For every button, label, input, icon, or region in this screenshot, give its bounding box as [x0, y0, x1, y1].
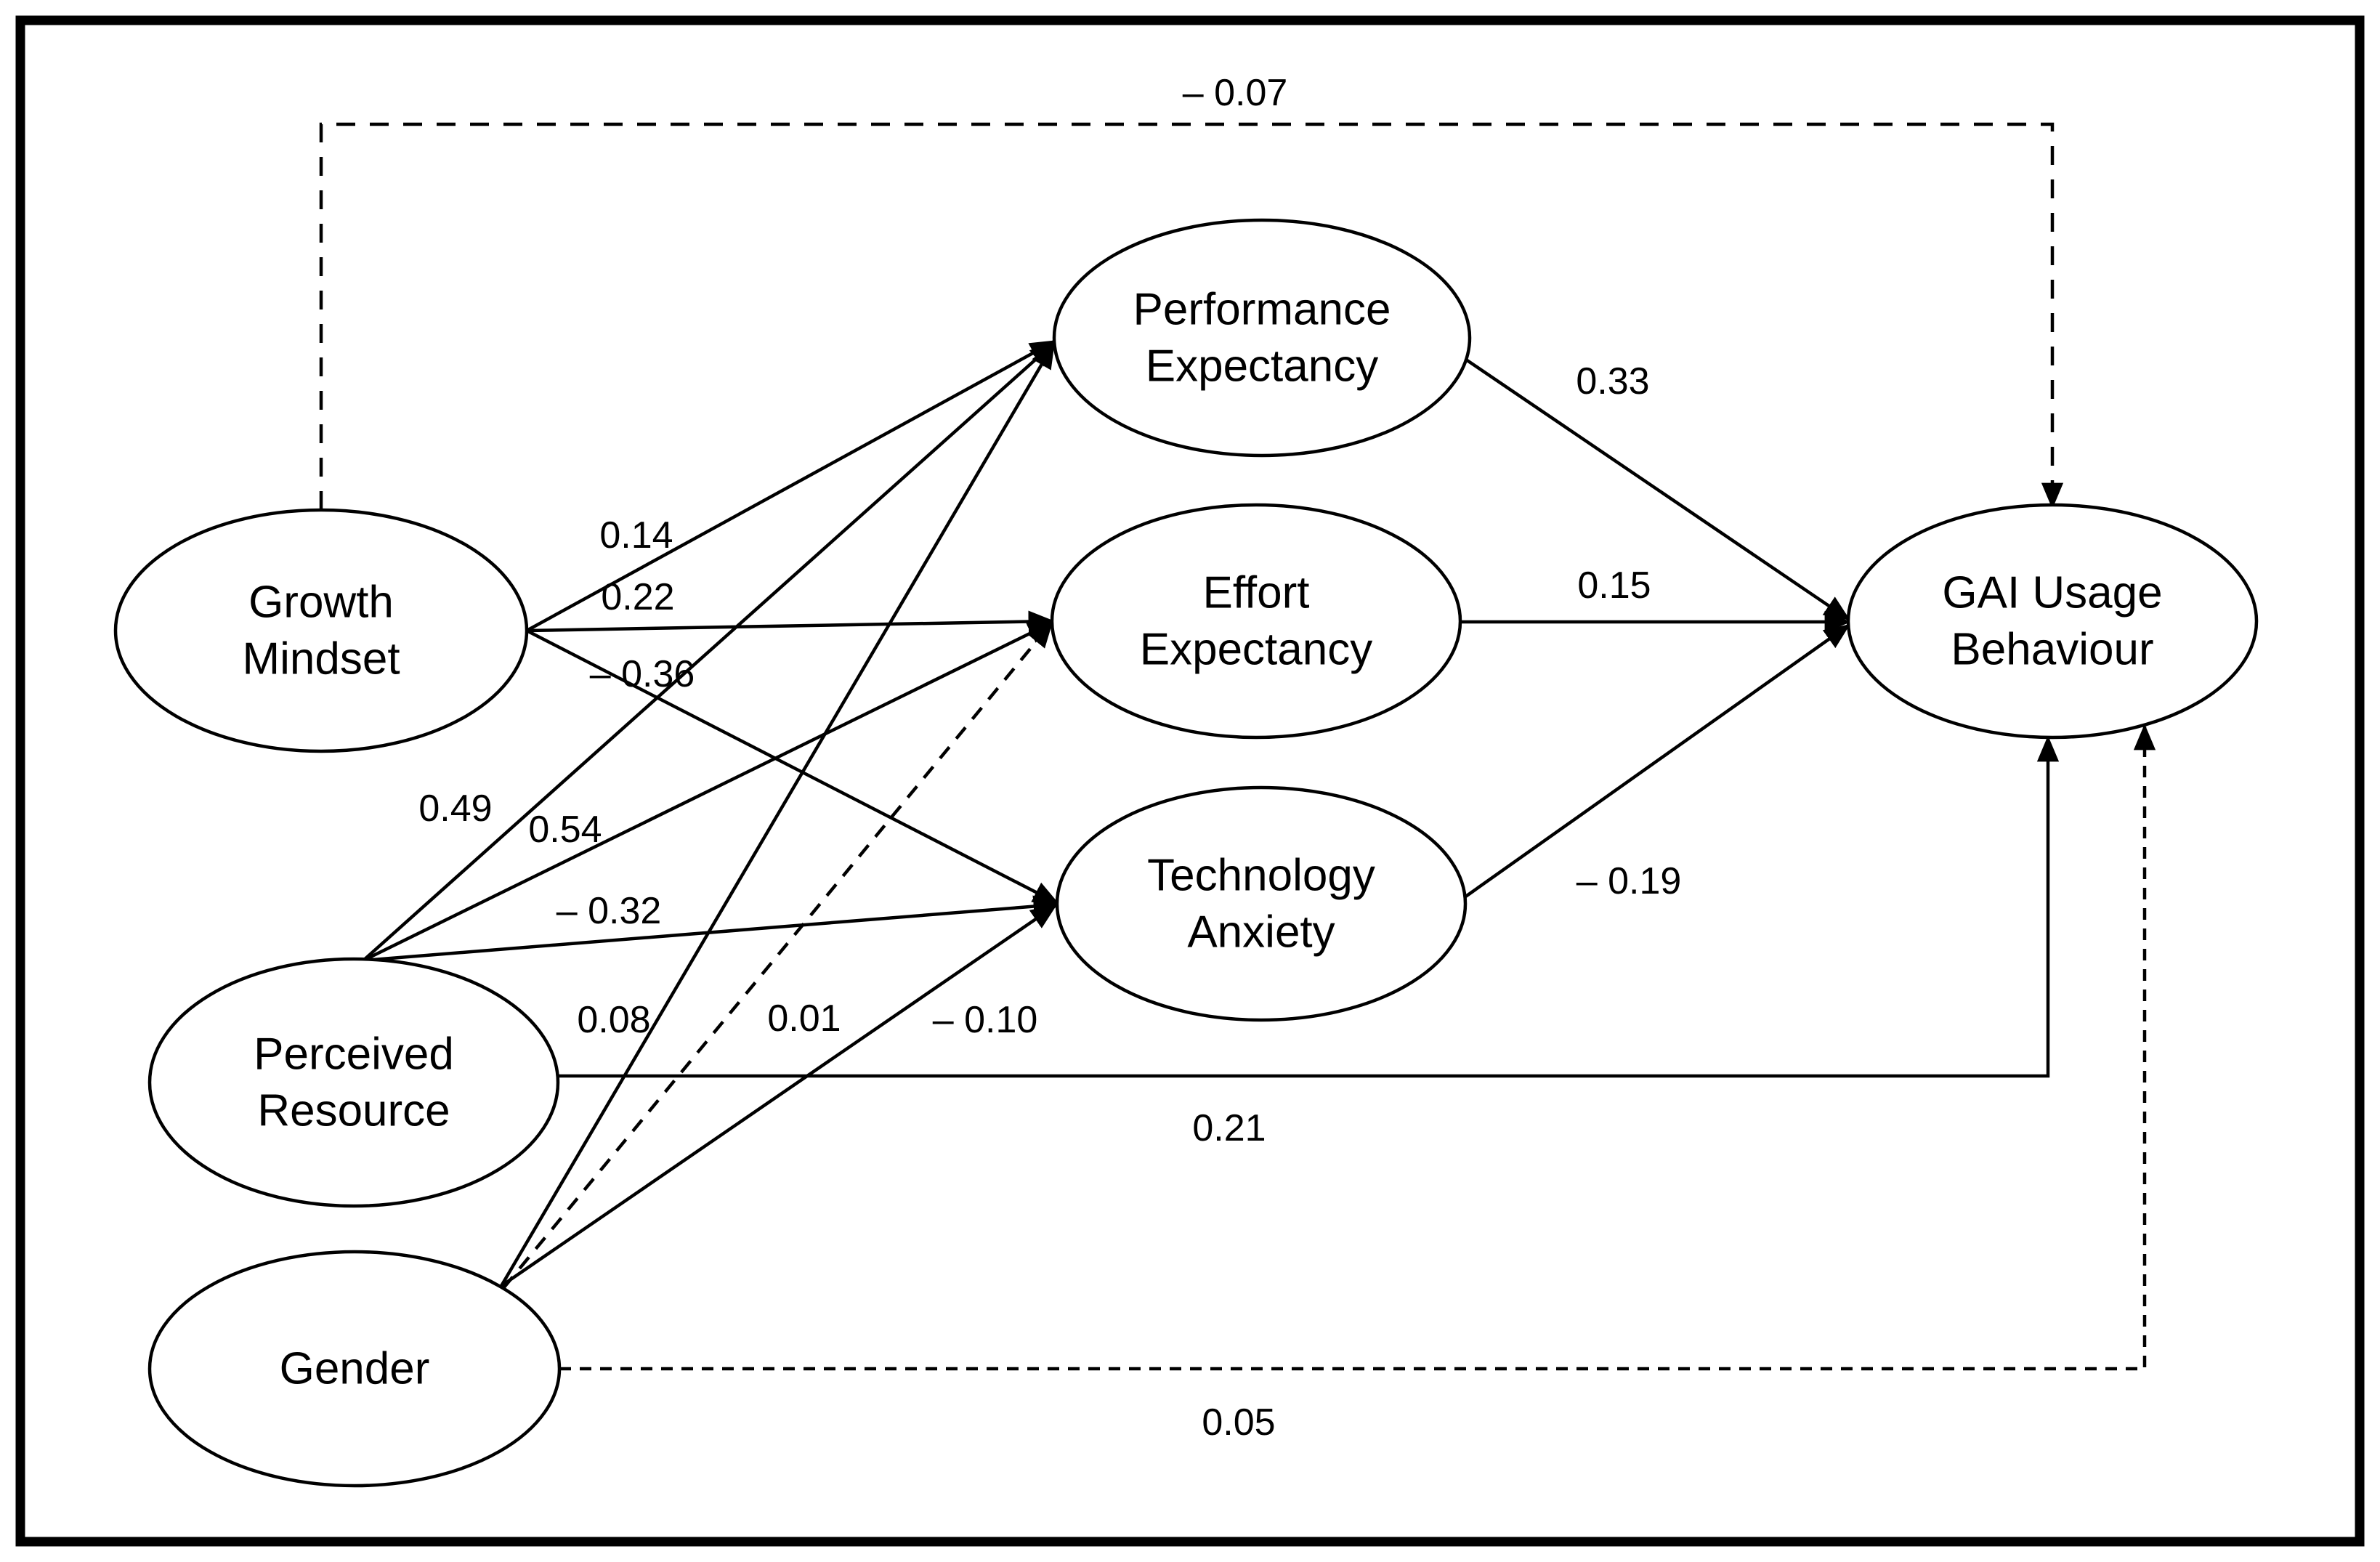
node-label-line: Expectancy: [1146, 341, 1379, 392]
coefficient-label-perceived-resource-to-gai-usage-behaviour: 0.21: [1192, 1107, 1266, 1149]
coefficient-label-technology-anxiety-to-gai-usage-behaviour: – 0.19: [1576, 860, 1682, 902]
edge-perceived-resource-to-effort-expectancy: [363, 620, 1055, 963]
node-label-line: Mindset: [242, 634, 400, 684]
edge-growth-mindset-to-technology-anxiety: [525, 628, 1060, 905]
coefficient-label-growth-mindset-to-gai-usage-behaviour: – 0.07: [1183, 72, 1288, 114]
node-label-line: Perceived: [254, 1029, 454, 1080]
edge-growth-mindset-to-performance-expectancy: [525, 340, 1057, 632]
coefficient-label-gender-to-technology-anxiety: – 0.10: [933, 999, 1038, 1041]
node-label-line: Anxiety: [1187, 907, 1335, 958]
coefficient-label-gender-to-performance-expectancy: 0.08: [577, 999, 650, 1041]
edge-gender-to-effort-expectancy: [502, 621, 1053, 1290]
node-label-line: Technology: [1147, 851, 1375, 901]
coefficient-label-growth-mindset-to-technology-anxiety: – 0.36: [590, 653, 695, 695]
coefficient-label-gender-to-gai-usage-behaviour: 0.05: [1202, 1401, 1275, 1444]
node-label-line: Resource: [257, 1086, 450, 1136]
node-ellipse-perceived-resource: [147, 957, 560, 1208]
node-label-gender: Gender: [280, 1344, 430, 1394]
figure-border: [15, 15, 2365, 1547]
node-label-line: Expectancy: [1140, 625, 1373, 675]
coefficient-label-perceived-resource-to-technology-anxiety: – 0.32: [556, 890, 662, 932]
node-ellipse-growth-mindset: [113, 508, 529, 753]
edge-growth-mindset-to-gai-usage-behaviour: [319, 122, 2064, 510]
edges-layer: [319, 122, 2156, 1371]
edge-perceived-resource-to-performance-expectancy: [362, 341, 1056, 962]
edge-gender-to-performance-expectancy: [500, 341, 1055, 1287]
node-ellipse-gai-usage-behaviour: [1846, 503, 2259, 740]
coefficient-label-perceived-resource-to-performance-expectancy: 0.49: [418, 788, 492, 830]
node-label-line: Behaviour: [1951, 625, 2153, 675]
edge-labels-layer: 0.14 0.22 – 0.36 – 0.07 0.49 0.54 – 0.32 0.21 0.…: [418, 72, 1681, 1444]
coefficient-label-effort-expectancy-to-gai-usage-behaviour: 0.15: [1577, 564, 1651, 607]
node-ellipse-technology-anxiety: [1055, 785, 1468, 1022]
edge-perceived-resource-to-gai-usage-behaviour: [558, 735, 2060, 1078]
edge-performance-expectancy-to-gai-usage-behaviour: [1465, 358, 1850, 621]
edge-technology-anxiety-to-gai-usage-behaviour: [1463, 623, 1850, 899]
node-label-line: Growth: [248, 578, 394, 628]
edge-gender-to-technology-anxiety: [500, 904, 1057, 1287]
node-ellipse-gender: [147, 1250, 562, 1488]
coefficient-label-perceived-resource-to-effort-expectancy: 0.54: [528, 809, 602, 851]
node-ellipse-effort-expectancy: [1050, 503, 1462, 740]
coefficient-label-gender-to-effort-expectancy: 0.01: [767, 998, 841, 1040]
edge-growth-mindset-to-effort-expectancy: [526, 610, 1055, 633]
node-ellipse-performance-expectancy: [1052, 218, 1472, 458]
coefficient-label-performance-expectancy-to-gai-usage-behaviour: 0.33: [1576, 360, 1649, 402]
node-label-line: Gender: [280, 1344, 430, 1394]
node-label-line: Performance: [1133, 285, 1391, 335]
coefficient-label-growth-mindset-to-effort-expectancy: 0.22: [601, 576, 674, 618]
node-label-line: GAI Usage: [1942, 568, 2162, 618]
node-label-line: Effort: [1202, 568, 1309, 618]
coefficient-label-growth-mindset-to-performance-expectancy: 0.14: [599, 514, 673, 557]
